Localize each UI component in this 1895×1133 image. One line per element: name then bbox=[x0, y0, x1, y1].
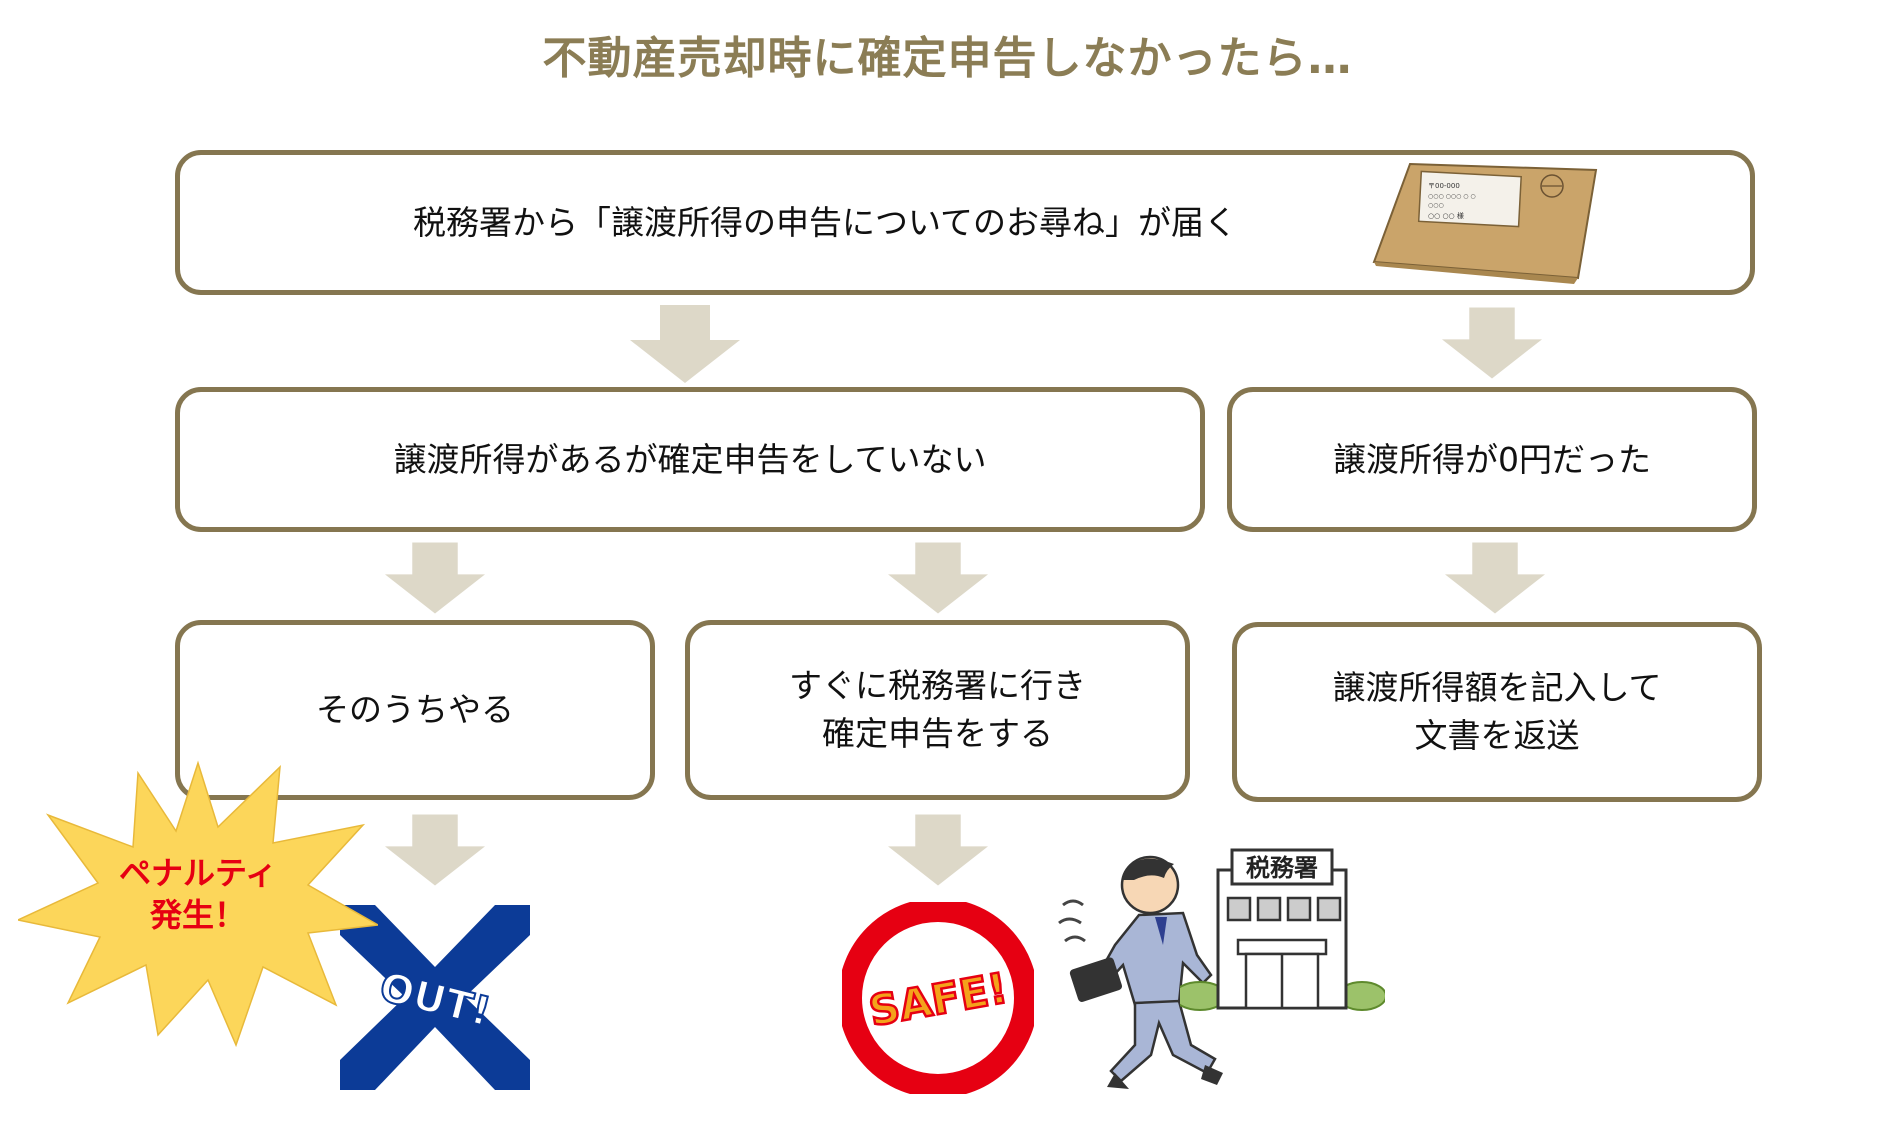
zero-income-box: 譲渡所得が0円だった bbox=[1227, 387, 1757, 532]
return-doc-text: 譲渡所得額を記入して 文書を返送 bbox=[1332, 668, 1662, 755]
down-arrow-icon bbox=[630, 305, 740, 383]
down-arrow-icon bbox=[385, 814, 485, 886]
notice-text: 税務署から「譲渡所得の申告についてのお尋ね」が届く bbox=[412, 202, 1237, 242]
envelope-illustration: 〒00-000 ○○○ ○○○ ○ ○ ○○○ ○○ ○○ 様 bbox=[1372, 162, 1598, 284]
envelope-line1: 〒00-000 bbox=[1428, 182, 1460, 190]
safe-stamp-icon: SAFE! bbox=[842, 902, 1034, 1094]
envelope-name: ○○ ○○ 様 bbox=[1428, 211, 1464, 220]
down-arrow-icon bbox=[1442, 307, 1542, 379]
down-arrow-icon bbox=[888, 814, 988, 886]
down-arrow-icon bbox=[888, 542, 988, 614]
running-businessman-illustration bbox=[1058, 855, 1223, 1089]
envelope-line2: ○○○ ○○○ ○ ○ bbox=[1428, 193, 1476, 200]
penalty-burst bbox=[18, 760, 378, 1048]
page-title: 不動産売却時に確定申告しなかったら… bbox=[542, 33, 1353, 84]
not-filed-box: 譲渡所得があるが確定申告をしていない bbox=[175, 387, 1205, 532]
down-arrow-icon bbox=[1445, 542, 1545, 614]
penalty-text: ペナルティ 発生！ bbox=[118, 854, 278, 934]
tax-office-building-illustration: 税務署 bbox=[1180, 848, 1385, 1011]
later-box: そのうちやる bbox=[175, 620, 655, 800]
go-now-text: すぐに税務署に行き 確定申告をする bbox=[789, 666, 1086, 753]
return-doc-box: 譲渡所得額を記入して 文書を返送 bbox=[1232, 622, 1762, 802]
envelope-line3: ○○○ bbox=[1428, 202, 1444, 209]
down-arrow-icon bbox=[385, 542, 485, 614]
go-now-box: すぐに税務署に行き 確定申告をする bbox=[685, 620, 1190, 800]
zero-income-text: 譲渡所得が0円だった bbox=[1333, 439, 1651, 479]
out-stamp-icon: OUT! bbox=[340, 905, 530, 1090]
not-filed-text: 譲渡所得があるが確定申告をしていない bbox=[393, 439, 987, 479]
tax-office-sign: 税務署 bbox=[1246, 854, 1318, 882]
later-text: そのうちやる bbox=[316, 690, 514, 730]
